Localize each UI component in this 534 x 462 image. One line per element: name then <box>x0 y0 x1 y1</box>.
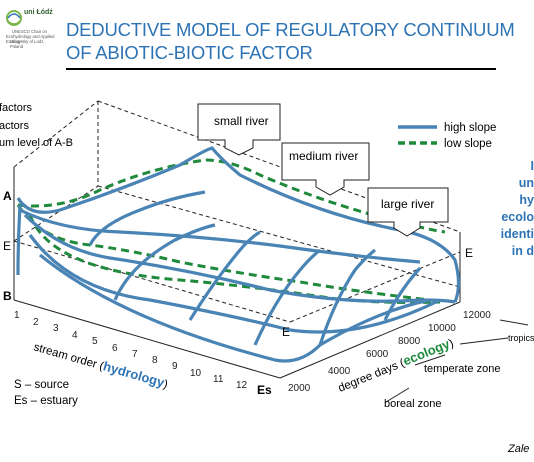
callout-medium-river-label: medium river <box>289 149 358 163</box>
tick-stream-5: 5 <box>92 336 98 347</box>
e-marker-front: E <box>282 325 290 339</box>
logo-line-3: University of Lodz, Poland <box>10 39 45 49</box>
high-slope-surface <box>16 146 461 363</box>
right-text-6: in d <box>511 244 534 258</box>
zone-boreal: boreal zone <box>384 398 442 410</box>
zone-leaders <box>385 319 529 403</box>
right-text-2: un <box>518 176 534 190</box>
box-solid-edges <box>13 167 461 379</box>
page-title: DEDUCTIVE MODEL OF REGULATORY CONTINUUM … <box>66 18 515 64</box>
logo-line-2: Ecohydrology and Applied Ecology <box>6 34 55 44</box>
tick-stream-11: 11 <box>213 374 224 385</box>
tick-stream-7: 7 <box>132 349 138 360</box>
tick-dd-6000: 6000 <box>366 349 389 360</box>
tick-dd-2000: 2000 <box>288 383 311 394</box>
left-legend-line-1: factors <box>0 102 33 114</box>
e-marker-right: E <box>465 246 473 260</box>
stream-order-ticks: 1 2 3 4 5 6 7 8 9 10 11 12 <box>14 310 248 391</box>
callout-large-river-label: large river <box>381 197 434 211</box>
a-marker: A <box>3 189 12 203</box>
callout-large-river: large river <box>367 187 449 237</box>
tick-stream-8: 8 <box>152 355 158 366</box>
tick-stream-1: 1 <box>14 310 20 321</box>
e-marker-left: E <box>3 239 11 253</box>
title-line-1: DEDUCTIVE MODEL OF REGULATORY CONTINUUM <box>66 19 515 40</box>
right-text-4: ecolo <box>501 210 534 224</box>
tick-stream-12: 12 <box>236 380 248 391</box>
footer-citation: Zale <box>507 443 529 455</box>
b-marker: B <box>3 289 12 303</box>
right-text-1: I <box>530 159 534 173</box>
zone-tropical: tropics <box>508 333 534 343</box>
left-legend-line-2: actors <box>0 120 29 132</box>
callout-small-river-label: small river <box>214 114 269 128</box>
title-line-2: OF ABIOTIC-BIOTIC FACTOR <box>66 42 313 63</box>
tick-stream-3: 3 <box>53 323 59 334</box>
tick-dd-12000: 12000 <box>463 310 491 321</box>
logo-wordmark: uni Łódź <box>24 9 53 16</box>
tick-dd-10000: 10000 <box>428 323 456 334</box>
legend-estuary: Es – estuary <box>14 395 78 407</box>
series-legend: high slope low slope <box>398 122 496 150</box>
right-text-3: hy <box>519 193 534 207</box>
tick-stream-6: 6 <box>112 343 118 354</box>
zone-temperate: temperate zone <box>424 363 500 375</box>
title-underline <box>66 68 496 70</box>
tick-stream-9: 9 <box>172 361 178 372</box>
tick-stream-2: 2 <box>33 317 39 328</box>
legend-low-label: low slope <box>444 138 492 150</box>
tick-stream-10: 10 <box>190 368 202 379</box>
box-dashed-edges <box>13 100 461 323</box>
degree-days-ticks: 2000 4000 6000 8000 10000 12000 <box>288 310 491 394</box>
left-legend-line-3: um level of A-B <box>0 137 73 149</box>
legend-source: S – source <box>14 379 69 391</box>
callout-small-river: small river <box>197 103 281 156</box>
logo-line-1: UNESCO Chair on <box>12 29 47 34</box>
logo-graphic-icon <box>6 10 22 26</box>
callout-medium-river: medium river <box>281 142 370 196</box>
university-logo: uni Łódź UNESCO Chair on Ecohydrology an… <box>4 8 56 49</box>
tick-stream-4: 4 <box>72 330 78 341</box>
es-label: Es <box>257 383 272 397</box>
tick-dd-4000: 4000 <box>328 366 351 377</box>
right-text-5: identi <box>500 227 534 241</box>
tick-dd-8000: 8000 <box>398 336 421 347</box>
legend-high-label: high slope <box>444 122 496 134</box>
